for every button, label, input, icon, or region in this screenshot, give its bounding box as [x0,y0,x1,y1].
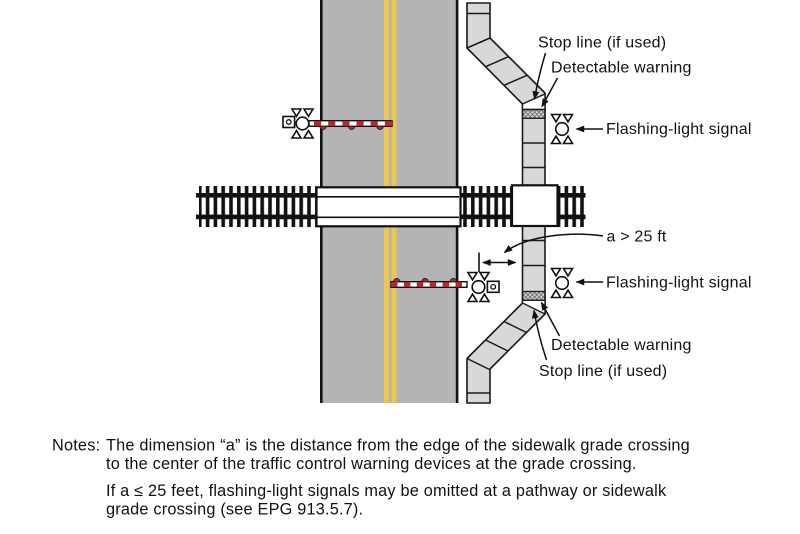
gate-assembly-lower [390,271,500,303]
label-detectable-warning-top: Detectable warning [551,60,692,77]
crossing-surface-sidewalk [510,184,559,228]
gate-light-icon [348,125,356,130]
track-rails [196,193,586,220]
gate-light-icon [319,125,327,130]
label-flashing-light-bottom: Flashing-light signal [606,275,752,292]
sidewalk-upper [466,2,546,187]
gate-light-icon [421,278,429,283]
gate-arm-stripes [314,121,392,130]
railroad-track [196,184,586,228]
gate-assembly-upper [282,108,393,139]
flashing-light-signal-icon [467,271,490,303]
flashing-light-signal-icon [550,267,574,299]
detectable-warning-lower [521,290,546,301]
notes-line: grade crossing (see EPG 913.5.7). [106,501,363,519]
sidewalk-lower [466,225,546,404]
notes-block: Notes: The dimension “a” is the distance… [52,437,690,519]
leader-stop-line-top [532,52,547,100]
sidewalk-joint-lines [466,12,545,169]
gate-light-icon [449,278,457,283]
label-stop-line-bottom: Stop line (if used) [539,363,667,380]
sidewalk-upper-surface [466,2,546,187]
track-ties-right [558,186,585,227]
dimension-a [478,233,604,272]
leader-detectable-warning-top [541,77,559,108]
signal-mechanism-icon [282,115,296,129]
label-stop-line-top: Stop line (if used) [538,35,666,52]
gate-light-icon [376,125,384,130]
track-ties-middle [462,186,511,227]
gate-arm-icon [308,119,393,127]
leader-stop-line-bottom [531,309,548,361]
label-flashing-light-top: Flashing-light signal [606,121,752,138]
detectable-warning-upper [521,108,546,119]
notes-line: The dimension “a” is the distance from t… [106,437,690,455]
leader-detectable-warning-bottom [540,301,561,337]
signal-mechanism-icon [486,280,500,294]
rail-lines-through-road [317,196,459,219]
gate-light-icon [393,278,401,283]
label-dimension-a: a > 25 ft [607,229,667,246]
leader-dimension [503,233,604,254]
flashing-light-signal-icon [550,113,574,145]
track-ties-left [199,186,316,227]
notes-label: Notes: [52,437,100,455]
gate-arm-stripes [391,278,462,287]
label-detectable-warning-bottom: Detectable warning [551,337,692,354]
sidewalk-joint-lines [466,239,545,394]
notes-line: If a ≤ 25 feet, flashing-light signals m… [106,482,667,500]
crossing-surface-road [315,186,462,228]
notes-line: to the center of the traffic control war… [106,455,637,473]
